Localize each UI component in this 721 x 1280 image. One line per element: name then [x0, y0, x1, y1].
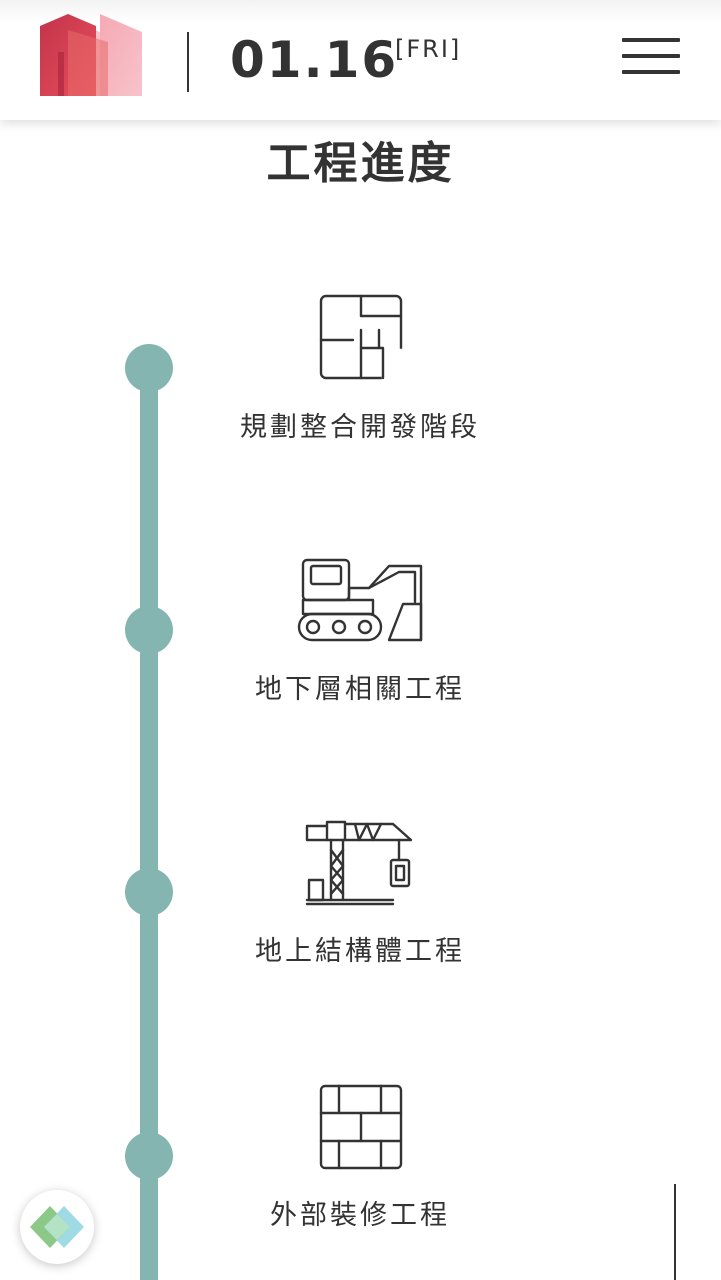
- timeline-node[interactable]: [125, 868, 173, 916]
- floor-plan-icon: [319, 294, 404, 381]
- top-header: 01.16 [FRI]: [0, 0, 721, 120]
- diamond-logo-icon: [30, 1206, 84, 1248]
- stage-label[interactable]: 規劃整合開發階段: [240, 412, 480, 443]
- menu-bar: [622, 38, 680, 42]
- floating-logo-button[interactable]: [20, 1190, 94, 1264]
- header-divider: [187, 32, 189, 92]
- timeline-node[interactable]: [125, 1132, 173, 1180]
- hamburger-menu-icon[interactable]: [622, 38, 680, 76]
- brick-wall-icon: [319, 1084, 403, 1170]
- header-day-of-week: [FRI]: [395, 35, 462, 63]
- tower-crane-icon: [305, 820, 413, 906]
- page-title: 工程進度: [266, 138, 455, 189]
- timeline-track: [140, 362, 158, 1280]
- timeline-node[interactable]: [125, 344, 173, 392]
- menu-bar: [622, 70, 680, 74]
- side-divider: [674, 1184, 676, 1280]
- menu-bar: [622, 54, 680, 58]
- house-logo-icon[interactable]: [38, 12, 142, 98]
- excavator-icon: [297, 558, 423, 642]
- timeline-node[interactable]: [125, 606, 173, 654]
- stage-label[interactable]: 地下層相關工程: [255, 674, 465, 705]
- stage-label[interactable]: 外部裝修工程: [270, 1200, 450, 1231]
- stage-label[interactable]: 地上結構體工程: [255, 936, 465, 967]
- header-date: 01.16: [230, 31, 399, 89]
